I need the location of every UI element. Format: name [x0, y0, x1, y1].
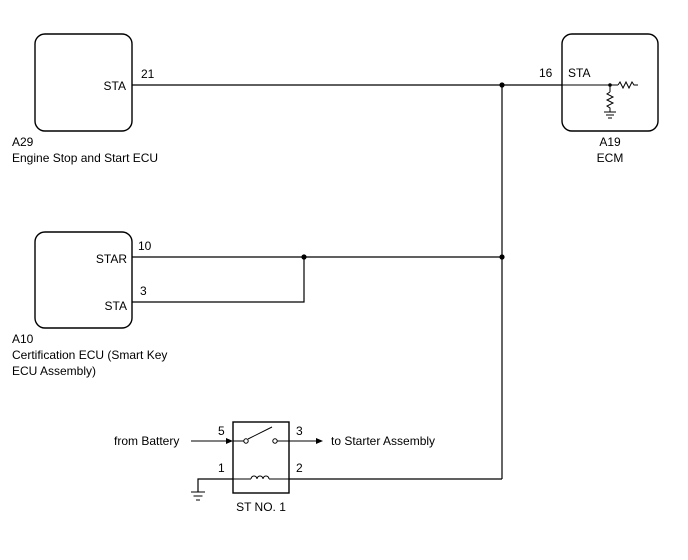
switch-icon	[233, 426, 289, 444]
relay-pin-1: 1	[218, 461, 225, 475]
a29-box	[34, 33, 133, 132]
junction-dot	[499, 82, 505, 88]
component-a19: STA 16 A19 ECM	[539, 33, 659, 165]
ground-icon	[604, 111, 616, 119]
junctions	[301, 82, 505, 260]
arrow-right-icon	[226, 438, 233, 444]
resistor-icon	[605, 91, 615, 112]
to-starter-label: to Starter Assembly	[331, 434, 435, 448]
resistor-icon	[617, 80, 638, 90]
relay-name: ST NO. 1	[236, 500, 286, 514]
a10-code: A10	[12, 332, 34, 346]
relay-pin-3: 3	[296, 424, 303, 438]
arrow-right-icon	[316, 438, 323, 444]
a29-terminal-label: STA	[104, 79, 126, 93]
coil-icon	[233, 475, 289, 480]
wire-relay-pin1-ground	[197, 478, 233, 492]
from-battery-feed: from Battery	[114, 434, 233, 448]
component-a10: STAR 10 STA 3 A10 Certification ECU (Sma…	[12, 231, 167, 378]
relay-pin-5: 5	[218, 424, 225, 438]
a19-terminal-label: STA	[568, 66, 590, 80]
a10-sta-label: STA	[105, 299, 127, 313]
a19-internal-circuit	[562, 80, 638, 119]
component-relay-st-no1: 5 3 1 2 ST NO. 1	[218, 421, 303, 514]
junction-dot	[301, 254, 307, 260]
to-starter-feed: to Starter Assembly	[289, 434, 435, 448]
a19-box	[561, 33, 659, 132]
ground-icon	[191, 491, 205, 501]
junction-dot	[499, 254, 505, 260]
a19-terminal-pin: 16	[539, 66, 553, 80]
a10-name-line1: Certification ECU (Smart Key	[12, 348, 167, 362]
wires	[132, 84, 562, 492]
from-battery-label: from Battery	[114, 434, 179, 448]
a10-star-label: STAR	[96, 252, 127, 266]
a19-code: A19	[599, 135, 621, 149]
wire-a10-sta-loop	[132, 257, 305, 303]
a29-terminal-pin: 21	[141, 67, 155, 81]
a10-star-pin: 10	[138, 239, 152, 253]
a29-code: A29	[12, 135, 34, 149]
relay-box	[232, 421, 290, 494]
a10-box	[34, 231, 133, 329]
a10-sta-pin: 3	[140, 284, 147, 298]
component-a29: STA 21 A29 Engine Stop and Start ECU	[12, 33, 158, 165]
a29-name: Engine Stop and Start ECU	[12, 151, 158, 165]
a19-name: ECM	[597, 151, 624, 165]
relay-pin-2: 2	[296, 461, 303, 475]
a10-name-line2: ECU Assembly)	[12, 364, 96, 378]
